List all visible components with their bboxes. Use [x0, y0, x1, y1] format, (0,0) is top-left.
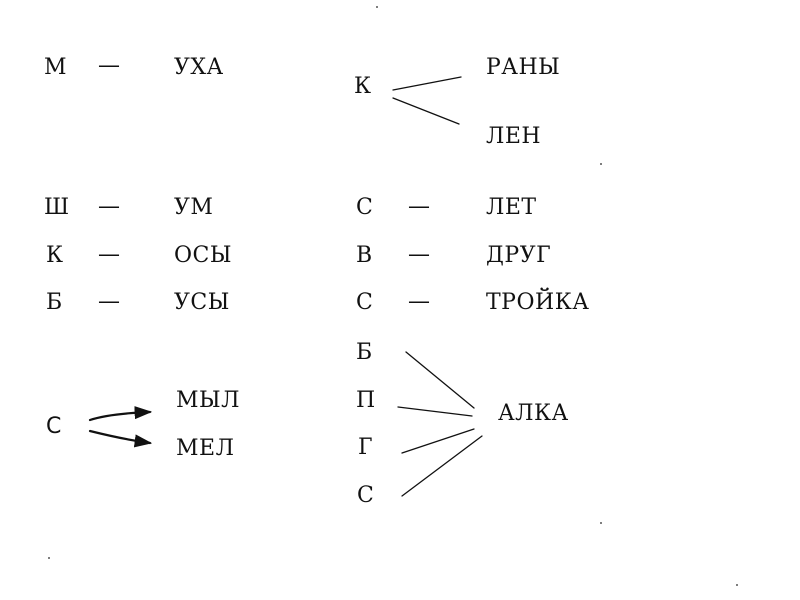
- fork-arrow-s-lower: [88, 429, 153, 448]
- scan-speck: [600, 163, 602, 165]
- right-dash-3: —: [408, 289, 431, 314]
- right-dash-2: —: [408, 242, 431, 267]
- left-word-2: УМ: [174, 195, 214, 220]
- right-word-1: ЛЕТ: [486, 195, 537, 220]
- fan-letter-4: С: [357, 483, 375, 508]
- fan-line-g: [401, 428, 475, 454]
- fan-word: АЛКА: [498, 401, 569, 426]
- right-fork-letter: К: [354, 74, 372, 99]
- scan-speck: [48, 557, 50, 559]
- right-letter-2: В: [356, 243, 373, 268]
- scan-speck: [376, 6, 378, 8]
- left-letter-3: К: [46, 243, 64, 268]
- fan-line-b: [405, 351, 475, 409]
- fork-arrow-s-upper: [88, 406, 153, 422]
- right-letter-1: С: [356, 195, 374, 220]
- scan-speck: [736, 584, 738, 586]
- left-letter-1: М: [44, 55, 68, 80]
- right-word-3: ТРОЙКА: [486, 290, 590, 315]
- fan-line-s: [401, 435, 483, 497]
- fork-line-k-upper: [392, 76, 462, 91]
- left-letter-2: Ш: [44, 195, 70, 220]
- left-dash-3: —: [98, 242, 121, 267]
- scan-speck: [600, 522, 602, 524]
- left-dash-4: —: [98, 289, 121, 314]
- left-dash-1: —: [98, 53, 121, 78]
- fan-letter-2: П: [356, 388, 376, 413]
- fan-letter-3: Г: [358, 435, 374, 460]
- left-fork-word-2: МЕЛ: [176, 436, 235, 461]
- left-fork-letter: С: [46, 414, 62, 439]
- right-fork-word-2: ЛЕН: [486, 124, 542, 149]
- right-word-2: ДРУГ: [486, 243, 552, 268]
- right-dash-1: —: [408, 194, 431, 219]
- left-word-4: УСЫ: [174, 290, 230, 315]
- left-word-3: ОСЫ: [174, 243, 233, 268]
- left-dash-2: —: [98, 194, 121, 219]
- left-fork-word-1: МЫЛ: [176, 388, 241, 413]
- right-letter-3: С: [356, 290, 374, 315]
- left-letter-4: Б: [46, 290, 63, 315]
- fan-line-p: [397, 406, 473, 417]
- right-fork-word-1: РАНЫ: [486, 55, 561, 80]
- fork-line-k-lower: [392, 97, 460, 125]
- fan-letter-1: Б: [356, 340, 373, 365]
- left-word-1: УХА: [174, 55, 224, 80]
